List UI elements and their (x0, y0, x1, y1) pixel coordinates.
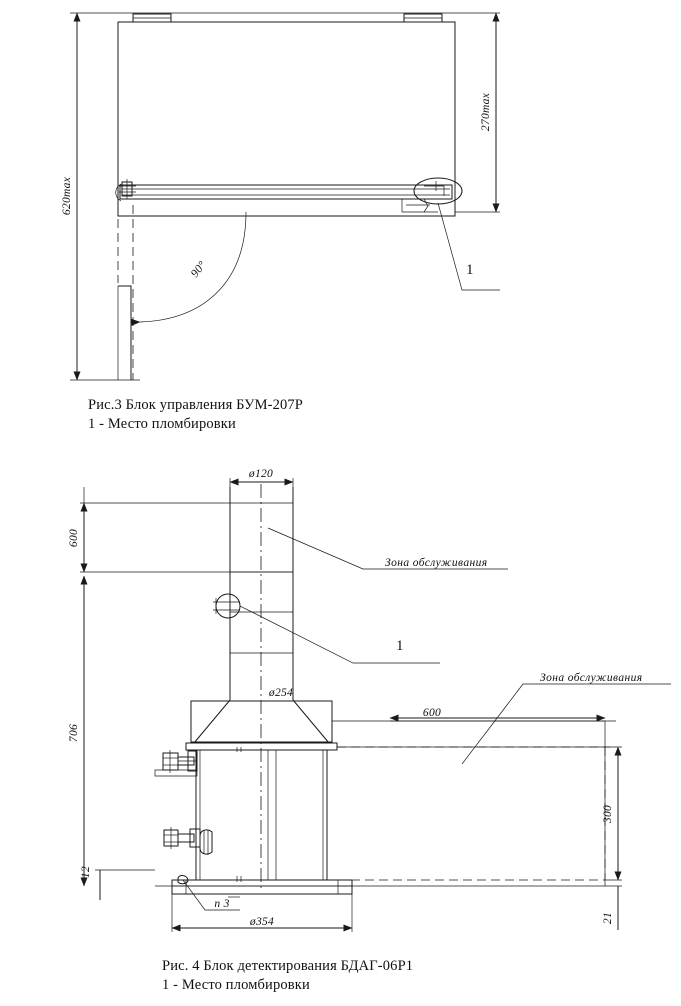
fig3-dim-270max-label: 270max (480, 92, 492, 131)
figure-3-control-unit: 1 90° 620max (61, 12, 500, 381)
fig4-detector-body (196, 747, 327, 882)
fig3-latch-detail (401, 198, 438, 213)
fig4-upper-column (230, 484, 293, 890)
fig3-dimension-620max: 620max (61, 12, 81, 381)
fig3-dimension-270max: 270max (455, 12, 500, 213)
figure-3-caption-title: Рис.3 Блок управления БУМ-207Р (88, 397, 304, 413)
fig4-dimension-d120: ø120 (229, 468, 294, 487)
fig4-zone2-leader (461, 683, 671, 765)
figure-3-caption-note: 1 - Место пломбировки (88, 416, 236, 432)
fig3-hinge-detail (119, 179, 136, 199)
fig4-dim-d120-label: ø120 (248, 468, 273, 480)
fig4-dim-d354-label: ø354 (249, 916, 274, 928)
fig4-connector-lower (164, 827, 212, 855)
fig4-anchor-callout: п 3 (178, 876, 240, 911)
fig4-dim-21-label: 21 (602, 912, 614, 924)
fig4-dim-d254-label: ø254 (268, 687, 293, 699)
fig4-dim-600-right-label: 600 (423, 707, 441, 719)
fig4-flange-d254: ø254 (186, 687, 337, 750)
fig4-dimension-d354: ø354 (171, 894, 353, 932)
fig4-base-plate (172, 880, 352, 894)
fig4-dim-706-label: 706 (68, 724, 80, 742)
figure-3-caption: Рис.3 Блок управления БУМ-207Р 1 - Место… (88, 396, 303, 434)
fig4-connector-upper (154, 750, 197, 777)
fig3-angle-arc-90: 90° (131, 211, 247, 326)
figure-4-caption-note: 1 - Место пломбировки (162, 977, 310, 993)
fig4-seal-marker (213, 594, 240, 618)
fig4-callout-1-label: 1 (396, 638, 404, 654)
figure-4-caption: Рис. 4 Блок детектирования БДАГ-06Р1 1 -… (162, 957, 413, 995)
fig4-dim-600-left-label: 600 (68, 529, 80, 547)
fig3-callout-leader (437, 202, 500, 291)
fig4-zone-label-upper: Зона обслуживания (385, 557, 488, 569)
figure-4-detector-unit: ø120 1 Зона обслуживания (68, 468, 671, 932)
fig4-left-dimension-chain: 600 706 12 (68, 487, 155, 900)
fig4-cone-transition (194, 700, 329, 743)
fig4-callout-leader (239, 605, 440, 664)
fig3-door-swing-post (117, 205, 134, 380)
fig4-dim-300-label: 300 (602, 805, 614, 824)
fig4-zone-label-lower: Зона обслуживания (540, 672, 643, 684)
fig3-callout-1-label: 1 (466, 262, 474, 278)
fig3-cabinet-body (118, 22, 455, 216)
fig3-angle-90-label: 90° (189, 259, 209, 280)
fig4-service-zone-box: 600 300 21 (337, 707, 622, 930)
fig3-dim-620max-label: 620max (61, 176, 73, 215)
fig3-top-brackets (133, 14, 442, 22)
figure-4-caption-title: Рис. 4 Блок детектирования БДАГ-06Р1 (162, 958, 414, 974)
fig3-door-panel-bar (115, 183, 452, 202)
fig4-zone1-leader (267, 527, 508, 570)
fig4-dim-12-label: 12 (80, 866, 92, 878)
fig4-pos3-label: п 3 (214, 898, 229, 910)
